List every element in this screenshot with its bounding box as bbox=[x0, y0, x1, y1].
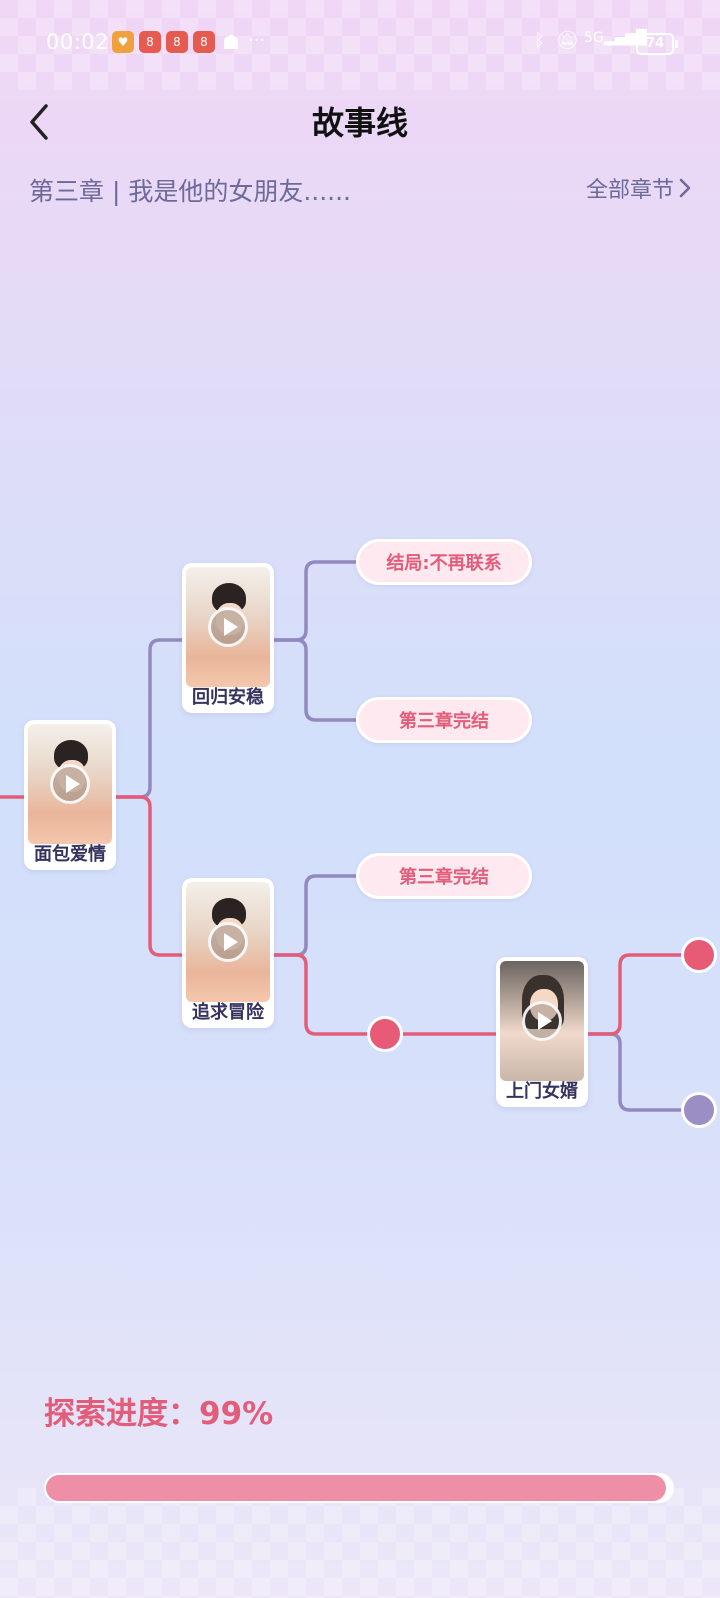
app-heart-icon: ♥ bbox=[112, 31, 134, 53]
node-label: 上门女婿 bbox=[506, 1081, 578, 1102]
app-notice-icon: 8 bbox=[193, 31, 215, 53]
signal-5g-icon: 5G▂▄▆█ bbox=[584, 30, 647, 46]
status-bar: 00:02 ♥ 8 8 8 ☗ ··· ᛒ 🔕︎ 5G▂▄▆█ 74 bbox=[0, 0, 720, 88]
node-thumbnail bbox=[28, 724, 112, 844]
play-icon bbox=[208, 922, 248, 962]
play-icon bbox=[522, 1001, 562, 1041]
progress-label: 探索进度：99% bbox=[44, 1396, 274, 1432]
back-button[interactable] bbox=[24, 100, 60, 144]
locked-node-dot[interactable] bbox=[367, 1016, 403, 1052]
story-node-far[interactable]: 上门女婿 bbox=[496, 957, 588, 1107]
node-label: 面包爱情 bbox=[34, 844, 106, 865]
app-notice-icon: 8 bbox=[139, 31, 161, 53]
story-node-root[interactable]: 面包爱情 bbox=[24, 720, 116, 870]
play-icon bbox=[208, 607, 248, 647]
all-chapters-link[interactable]: 全部章节 bbox=[586, 172, 692, 204]
locked-node-dot[interactable] bbox=[681, 1092, 717, 1128]
ending-pill-no-contact[interactable]: 结局:不再联系 bbox=[356, 539, 532, 585]
node-label: 回归安稳 bbox=[192, 687, 264, 708]
ending-pill-chapter-end[interactable]: 第三章完结 bbox=[356, 697, 532, 743]
more-dots-icon: ··· bbox=[248, 30, 266, 51]
all-chapters-label: 全部章节 bbox=[585, 178, 674, 203]
footer-pattern bbox=[0, 1488, 720, 1598]
story-node-upper[interactable]: 回归安稳 bbox=[182, 563, 274, 713]
chapter-title: 第三章 | 我是他的女朋友...... bbox=[29, 177, 351, 206]
app-notice-icon: 8 bbox=[166, 31, 188, 53]
play-icon bbox=[50, 764, 90, 804]
node-thumbnail bbox=[186, 567, 270, 687]
locked-node-dot[interactable] bbox=[681, 937, 717, 973]
chevron-left-icon bbox=[30, 104, 48, 140]
progress-bar bbox=[44, 1473, 674, 1503]
qq-icon: ☗ bbox=[222, 30, 240, 54]
mute-bell-icon: 🔕︎ bbox=[556, 30, 579, 51]
node-thumbnail bbox=[186, 882, 270, 1002]
page-title: 故事线 bbox=[311, 104, 408, 142]
node-thumbnail bbox=[500, 961, 584, 1081]
battery-indicator: 74 bbox=[636, 33, 678, 55]
bluetooth-icon: ᛒ bbox=[534, 30, 545, 51]
node-label: 追求冒险 bbox=[192, 1002, 264, 1023]
ending-pill-chapter-end[interactable]: 第三章完结 bbox=[356, 853, 532, 899]
clock: 00:02 bbox=[46, 30, 110, 54]
progress-fill bbox=[46, 1475, 666, 1501]
story-node-lower[interactable]: 追求冒险 bbox=[182, 878, 274, 1028]
chevron-right-icon bbox=[679, 178, 691, 198]
